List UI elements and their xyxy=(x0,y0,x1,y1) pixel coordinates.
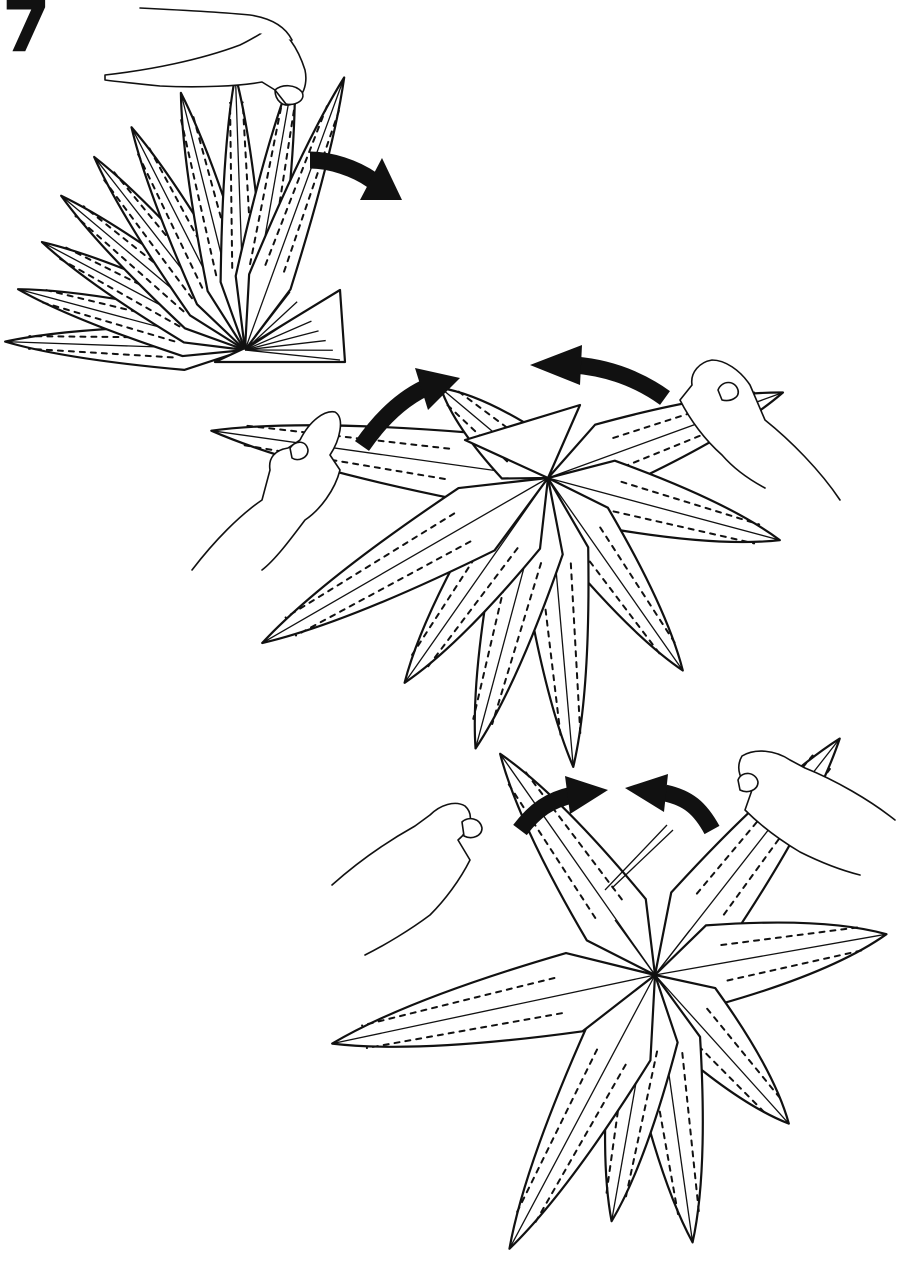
hand-top xyxy=(105,28,306,105)
lift-right-arrow-lower xyxy=(665,793,712,830)
arm-top xyxy=(140,8,292,40)
hand-left-lower xyxy=(332,803,470,955)
folded-star-fan xyxy=(5,8,402,370)
star3-edge-line xyxy=(605,825,667,890)
left-thumb-nail xyxy=(290,442,308,459)
star-half-open xyxy=(192,345,840,767)
right-thumb-nail xyxy=(718,383,738,401)
hand-right xyxy=(680,360,840,500)
left-thumb-nail-lower xyxy=(462,819,482,838)
star-opening-final xyxy=(332,739,895,1249)
right-thumb-nail-lower xyxy=(738,773,758,791)
lift-right-arrow xyxy=(575,365,665,398)
